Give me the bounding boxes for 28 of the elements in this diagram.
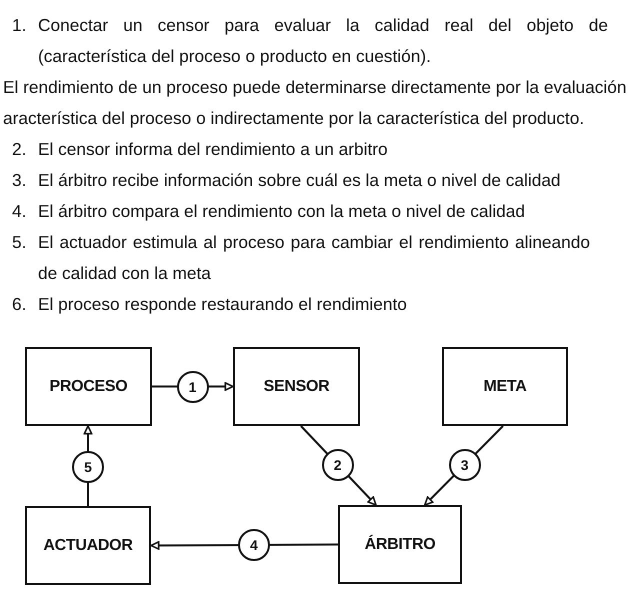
block-label: PROCESO	[50, 378, 128, 396]
list-item-text: El árbitro compara el rendimiento con la meta o nivel de calidad	[38, 200, 526, 223]
diagram-block	[25, 506, 151, 585]
diagram-block	[25, 347, 152, 426]
diagram-block	[338, 505, 462, 584]
edge-label: 2	[322, 448, 354, 481]
block-label: SENSOR	[264, 378, 330, 396]
edge-label: 3	[448, 448, 481, 481]
list-item-text: Conectar un censor para evaluar la calidad real del objeto de (característica del proceso o producto en cuestión).	[38, 14, 608, 68]
block-label: META	[484, 378, 526, 396]
diagram-block	[233, 347, 360, 426]
list-item-text: El árbitro recibe información sobre cuál es la meta o nivel de calidad	[38, 168, 562, 192]
list-number: 2.	[12, 138, 28, 160]
list-number: 6.	[12, 292, 28, 316]
block-label: ACTUADOR	[43, 536, 133, 554]
paragraph-text: El rendimiento de un proceso puede determinarse directamente por la evaluación aracterística del proceso o indirectamente por la característica del producto.	[3, 76, 628, 130]
list-number: 4.	[12, 200, 28, 222]
diagram-block	[442, 347, 568, 426]
list-number: 1.	[12, 14, 28, 36]
edge-label: 1	[176, 370, 208, 402]
list-number: 3.	[12, 168, 28, 192]
list-item-text: El proceso responde restaurando el rendimiento	[38, 292, 408, 316]
edge-label: 5	[72, 450, 104, 483]
edge-label: 4	[238, 528, 270, 561]
list-number: 5.	[12, 230, 28, 254]
block-label: ÁRBITRO	[364, 536, 436, 554]
list-item-text: El actuador estimula al proceso para cambiar el rendimiento alineando de calidad con la meta	[38, 230, 590, 284]
list-item-text: El censor informa del rendimiento a un arbitro	[38, 138, 389, 160]
